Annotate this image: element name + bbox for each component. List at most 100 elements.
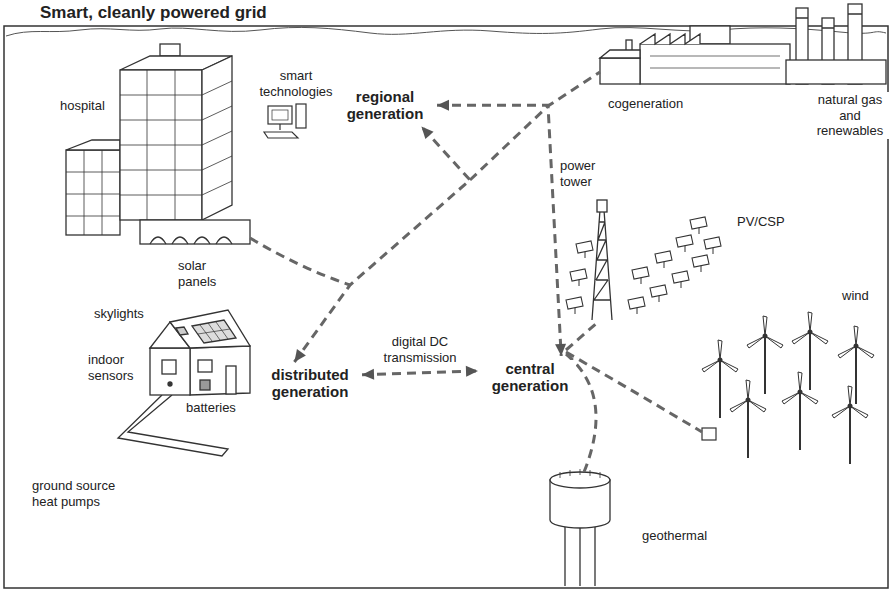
heliostat [576, 241, 593, 258]
part-label: geothermal [640, 528, 709, 544]
dashed-line [250, 238, 350, 285]
label-slot: power tower [558, 158, 610, 189]
part-label: skylights [92, 306, 146, 322]
cogeneration-building [600, 58, 640, 84]
generation-node: distributed generation [258, 362, 362, 405]
arrowhead [437, 100, 449, 111]
heliostat [655, 251, 672, 268]
stand [279, 124, 280, 130]
part-label: PV/CSP [735, 214, 787, 230]
label-slot: indoor sensors [86, 352, 144, 383]
part-label: smart technologies [252, 68, 340, 99]
generation-node: central generation [478, 356, 582, 399]
label-slot: skylights [92, 306, 146, 322]
generation-node: regional generation [333, 84, 437, 127]
arches [150, 237, 232, 244]
well-pipes [565, 524, 595, 586]
door [226, 366, 236, 394]
part-label: natural gas and renewables [810, 92, 890, 139]
tank-rail [560, 469, 600, 478]
heliostat [690, 217, 707, 234]
skyline [6, 27, 886, 36]
part-label: batteries [184, 400, 238, 416]
house-front-wall [150, 348, 190, 395]
wind-turbine [832, 386, 868, 464]
part-label: power tower [558, 158, 610, 189]
arrowhead [294, 349, 305, 362]
label-slot: batteries [184, 400, 238, 416]
arrowhead [466, 366, 478, 377]
computer-tower [296, 104, 306, 128]
part-label: cogeneration [606, 96, 685, 112]
plant-hall [640, 44, 790, 84]
node-label: central generation [484, 360, 576, 395]
cogeneration-roof [600, 50, 640, 58]
heliostat [672, 271, 689, 288]
window [162, 360, 176, 374]
hospital-windows [120, 70, 202, 220]
substation [702, 428, 716, 440]
dashed-line [566, 322, 598, 350]
power-tower-drawing [592, 200, 612, 320]
arrowhead [421, 127, 433, 140]
heliostat [704, 237, 721, 254]
dashed-line [566, 352, 702, 432]
heliostat [628, 297, 645, 314]
lattice-tower [592, 210, 612, 320]
receiver [597, 200, 607, 212]
heliostats [566, 217, 721, 314]
wind-turbine [747, 316, 783, 394]
wind-turbine [702, 340, 738, 418]
screen [272, 110, 288, 120]
label-slot: solar panels [176, 258, 230, 289]
heliostat [676, 235, 693, 252]
heliostat [692, 255, 709, 272]
connector-line [294, 127, 470, 363]
solar-panel [192, 320, 236, 343]
part-label: indoor sensors [86, 352, 144, 383]
wind-farm [702, 312, 874, 464]
sawtooth-roof [640, 34, 700, 44]
label-slot: geothermal [640, 528, 709, 544]
wind-turbine [730, 380, 766, 458]
label-slot: ground source heat pumps [30, 478, 134, 509]
part-label: wind [840, 288, 871, 304]
label-slot: PV/CSP [735, 214, 787, 230]
panel-grid [198, 322, 230, 341]
hospital-windows [66, 150, 120, 235]
node-label: regional generation [339, 88, 431, 123]
wind-turbine [782, 372, 818, 450]
dashed-connector [437, 100, 566, 356]
computer-icon [264, 104, 306, 138]
label-slot: cogeneration [606, 96, 685, 112]
heliostat [566, 297, 583, 314]
dashed-connector [294, 127, 470, 363]
arrowhead [362, 369, 374, 380]
roof-box [160, 44, 180, 56]
chimney-bands [796, 14, 862, 28]
hospital-side [202, 56, 232, 220]
sensor [168, 382, 172, 386]
frame [4, 26, 888, 588]
house-side-wall [190, 346, 250, 395]
monitor [268, 106, 292, 124]
heliostat [632, 267, 649, 284]
wind-turbine [792, 312, 828, 390]
window [198, 360, 212, 372]
power-plant [600, 4, 886, 84]
connector-label-slot: digital DC transmission [372, 334, 468, 365]
heliostat [570, 269, 587, 286]
geothermal-plant [550, 469, 610, 586]
hospital-windows [202, 81, 232, 195]
label-slot: wind [840, 288, 871, 304]
label-slot: smart technologies [252, 68, 340, 99]
hospital-block [120, 70, 202, 220]
connector-line [437, 105, 561, 356]
plant-windows [650, 56, 780, 68]
arrowhead [555, 344, 566, 356]
title-slot: Smart, cleanly powered grid [40, 3, 267, 23]
node-label: distributed generation [264, 366, 356, 401]
wind-turbine [838, 326, 874, 404]
